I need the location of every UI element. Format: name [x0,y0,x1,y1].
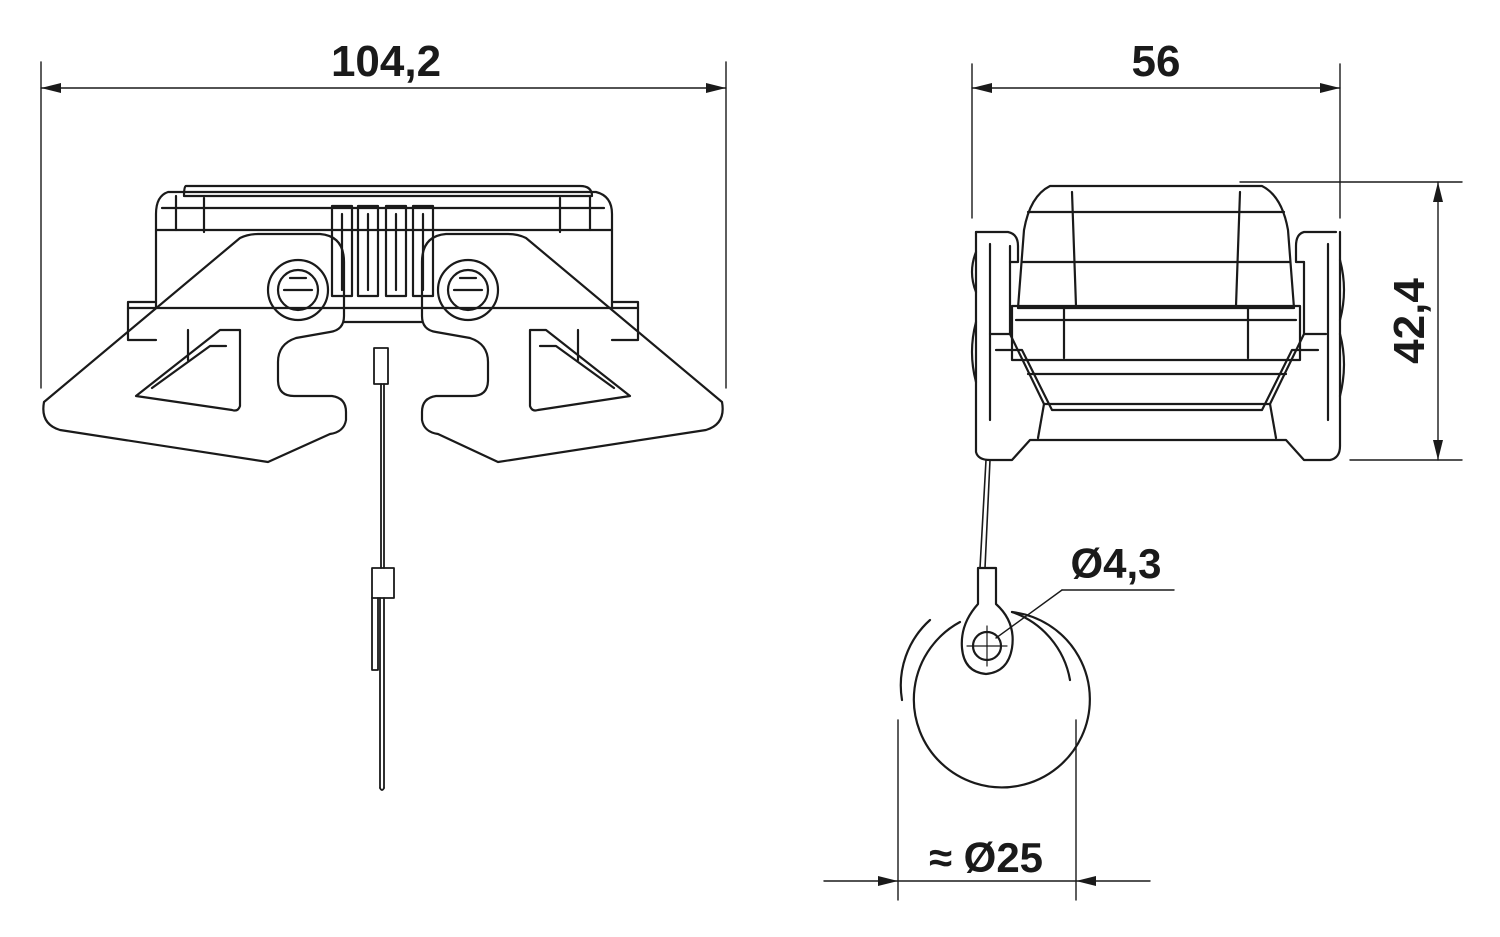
cap-diameter-label: ≈ Ø25 [929,834,1043,881]
front-lanyard [371,347,395,791]
ring-terminal [960,566,1014,676]
side-view [823,63,1463,901]
center-ribs [330,204,435,298]
front-width-extension-lines [40,61,727,389]
side-width-label: 56 [1132,37,1181,86]
side-height-label: 42,4 [1385,278,1434,364]
hole-leader [995,589,1175,639]
cap-disc [899,610,1091,789]
side-lanyard [979,459,991,569]
front-width-label: 104,2 [331,37,441,86]
side-housing [970,184,1346,462]
side-width-extension-lines [971,63,1341,219]
housing-top [126,184,640,342]
front-view [40,61,727,791]
left-lever [42,232,348,464]
side-height-extension-lines [1239,181,1463,461]
right-lever [420,232,724,464]
cap-diameter-extension-lines [897,719,1077,901]
hole-diameter-label: Ø4,3 [1070,540,1161,587]
